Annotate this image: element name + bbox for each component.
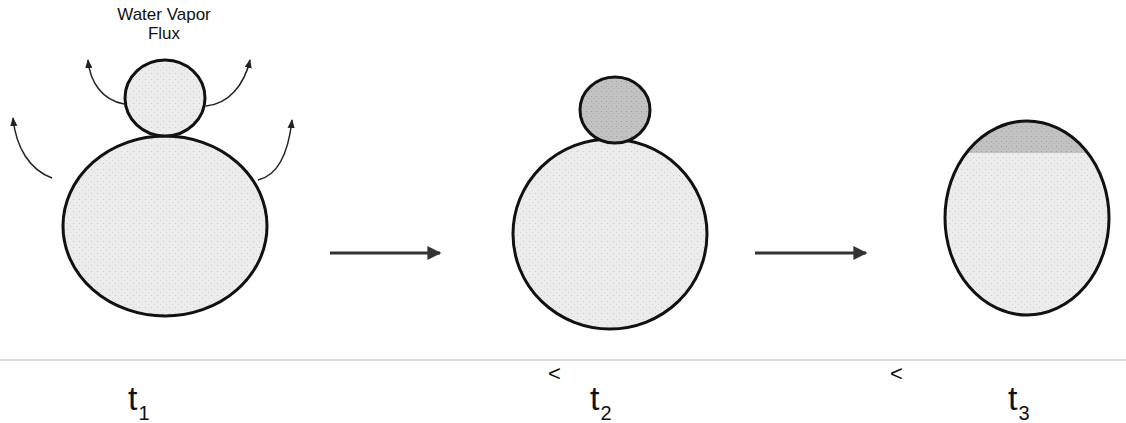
label-holder: < (890, 362, 903, 386)
vapor-arrow (13, 118, 52, 178)
order-sign: < (890, 362, 903, 386)
label-holder: 2 (600, 402, 611, 423)
shrinking-particle (580, 77, 650, 143)
time-symbol: t (1008, 380, 1017, 417)
time-subscript: 2 (600, 402, 611, 423)
vapor-arrow (258, 120, 292, 180)
label-holder: t (128, 380, 137, 417)
label-holder: 3 (1018, 402, 1029, 423)
time-subscript: 3 (1018, 402, 1029, 423)
time-symbol: t (128, 380, 137, 417)
small-particle (125, 60, 205, 136)
label-holder: t (590, 380, 599, 417)
label-holder: t (1008, 380, 1017, 417)
baseline (0, 359, 1126, 361)
label-holder: < (548, 362, 561, 386)
large-particle (63, 136, 267, 316)
time-symbol: t (590, 380, 599, 417)
merged-particle (940, 115, 1120, 315)
process-arrow (755, 252, 866, 255)
label-holder: Water Vapor Flux (108, 6, 220, 43)
process-arrow (330, 252, 440, 255)
order-sign: < (548, 362, 561, 386)
flux-label: Water Vapor Flux (108, 6, 220, 43)
time-subscript: 1 (138, 402, 149, 423)
vapor-arrow (206, 60, 250, 106)
large-particle (513, 139, 707, 329)
label-holder: 1 (138, 402, 149, 423)
vapor-arrow (88, 60, 124, 104)
